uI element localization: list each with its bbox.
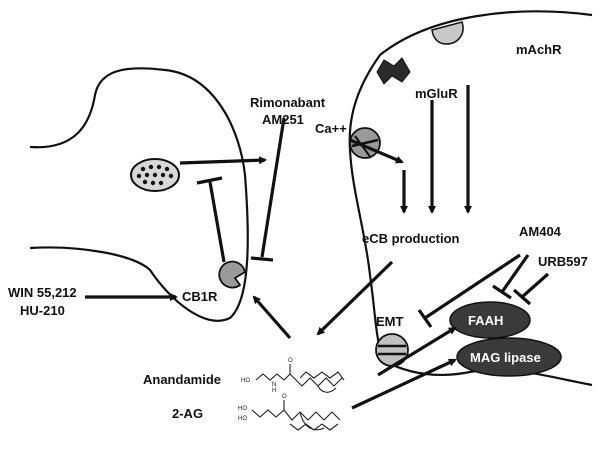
win-label: WIN 55,212 [8, 285, 77, 300]
vesicle [130, 158, 180, 192]
urb597-inhibits-faah-bar [512, 288, 532, 306]
rimonabant-inhibits-cb1r-bar [250, 256, 274, 262]
vesicle-release-arrow [179, 156, 267, 165]
machr-receptor [431, 21, 464, 45]
ecb-to-anandamide-arrow [316, 260, 394, 336]
two-ag-ho-top: HO [238, 406, 247, 412]
machr-label: mAchR [516, 42, 562, 57]
anandamide-h: H [272, 388, 276, 394]
two-ag-label: 2-AG [172, 406, 203, 421]
calcium-influx-arrow [349, 138, 404, 164]
two-ag-structure [251, 400, 341, 431]
am404-label: AM404 [519, 224, 562, 239]
mag-lipase-label: MAG lipase [470, 350, 541, 365]
cb1r-inhibits-vesicle-bar [196, 176, 223, 185]
rimonabant-label: Rimonabant [250, 95, 326, 110]
anandamide-label: Anandamide [143, 372, 221, 387]
twoag-to-mag-lipase-arrow [351, 358, 457, 410]
two-ag-o: O [282, 394, 287, 400]
urb597-label: URB597 [538, 254, 588, 269]
mglur-receptor [376, 57, 411, 85]
mag-lipase-enzyme [456, 337, 562, 377]
calcium-label: Ca++ [315, 121, 347, 136]
postsynaptic-membrane-left [348, 54, 384, 361]
anandamide-n: N [272, 382, 276, 388]
am404-inhibits-emt-bar [417, 309, 433, 328]
cb1r-receptor [218, 260, 247, 289]
faah-enzyme [449, 301, 531, 339]
faah-label: FAAH [468, 313, 503, 328]
ecb-production-label: eCB production [362, 231, 460, 246]
am404-inhibits-emt [424, 253, 521, 320]
cb1r-inhibits-vesicle [208, 181, 226, 263]
hu-label: HU-210 [20, 303, 65, 318]
emt-label: EMT [376, 314, 404, 329]
urb597-inhibits-faah [520, 272, 550, 299]
am404-inhibits-faah-bar [492, 284, 512, 300]
am404-inhibits-faah [500, 254, 530, 293]
cb1r-label: CB1R [182, 289, 218, 304]
anandamide-to-cb1r-arrow [252, 295, 292, 340]
anandamide-to-faah-arrow [377, 326, 457, 377]
postsynaptic-membrane-lower [381, 359, 593, 387]
am251-label: AM251 [262, 112, 304, 127]
anandamide-o: O [288, 358, 293, 364]
postsynaptic-membrane-outer [379, 10, 593, 56]
mglur-label: mGluR [415, 86, 458, 101]
anandamide-ho: HO [241, 378, 250, 384]
anandamide-structure [255, 364, 345, 393]
presynaptic-membrane [29, 67, 249, 322]
rimonabant-inhibits-cb1r [260, 117, 286, 258]
two-ag-ho-bottom: HO [238, 416, 247, 422]
